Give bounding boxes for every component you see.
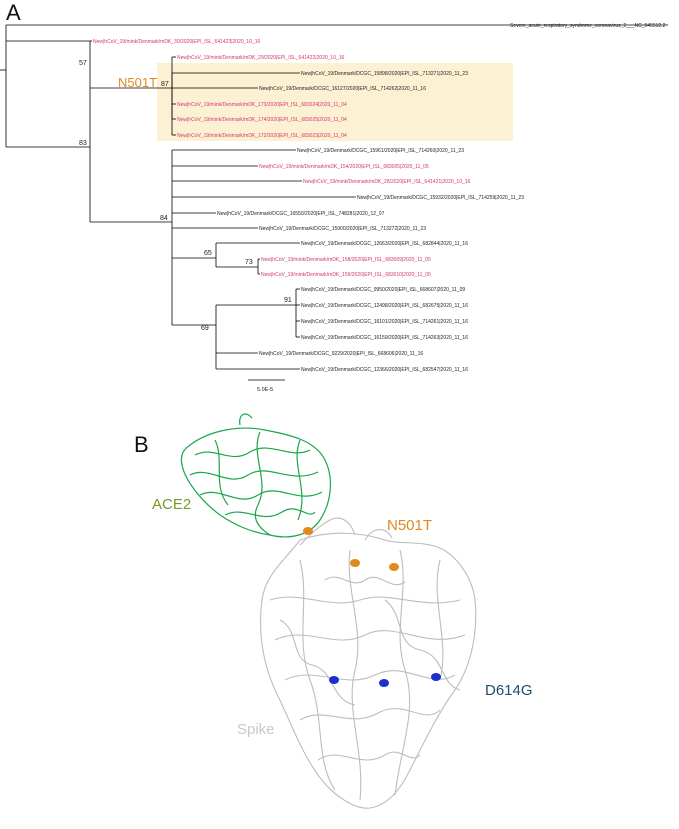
ace2-fold bbox=[189, 470, 319, 480]
leaf-label: New|hCoV_19/mink/Denmark/mDK_174/2020|EP… bbox=[177, 117, 347, 123]
n501t-marker bbox=[389, 563, 399, 571]
n501t-clade-highlight bbox=[157, 63, 513, 141]
leaf-label: New|hCoV_19/mink/Denmark/mDK_30/2020|EPI… bbox=[93, 39, 261, 45]
spike-fold bbox=[284, 670, 456, 681]
spike-fold bbox=[317, 751, 421, 761]
d614g-label: D614G bbox=[485, 682, 533, 699]
ace2-fold bbox=[239, 413, 253, 426]
ace2-structure bbox=[180, 413, 331, 538]
bootstrap-value: 69 bbox=[201, 325, 209, 332]
leaf-label: New|hCoV_19/mink/Denmark/mDK_158/2020|EP… bbox=[261, 257, 431, 263]
n501t-markers bbox=[303, 527, 399, 571]
spike-fold bbox=[436, 559, 444, 681]
panel-b: B bbox=[134, 413, 533, 809]
leaf-label: New|hCoV_19/mink/Denmark/mDK_154/2020|EP… bbox=[259, 164, 429, 170]
spike-fold bbox=[299, 708, 441, 721]
d614g-marker bbox=[329, 676, 339, 684]
spike-fold bbox=[299, 559, 336, 791]
leaf-label: New|hCoV_19/Denmark/DCGC_15898/2020|EPI_… bbox=[301, 71, 468, 77]
d614g-marker bbox=[431, 673, 441, 681]
leaf-label: New|hCoV_19/mink/Denmark/mDK_159/2020|EP… bbox=[261, 272, 431, 278]
leaf-label: New|hCoV_19/mink/Denmark/mDK_29/2020|EPI… bbox=[177, 55, 345, 61]
leaf-label: New|hCoV_19/Denmark/DCGC_15961/2020|EPI_… bbox=[297, 148, 464, 154]
leaf-label: New|hCoV_19/Denmark/DCGC_15932/2020|EPI_… bbox=[357, 195, 524, 201]
leaf-label: New|hCoV_19/Denmark/DCGC_16127/2020|EPI_… bbox=[259, 86, 426, 92]
ace2-fold bbox=[214, 439, 229, 506]
leaf-label: New|hCoV_19/mink/Denmark/mDK_173/2020|EP… bbox=[177, 102, 347, 108]
bootstrap-value: 57 bbox=[79, 60, 87, 67]
panel-b-label: B bbox=[134, 432, 149, 457]
panel-a: A bbox=[0, 0, 668, 393]
spike-fold bbox=[274, 630, 466, 641]
spike-structure bbox=[260, 517, 477, 809]
leaf-label: New|hCoV_19/Denmark/DCGC_15900/2020|EPI_… bbox=[259, 226, 426, 232]
leaf-label: New|hCoV_19/Denmark/DCGC_12498/2020|EPI_… bbox=[301, 303, 468, 309]
leaf-label: New|hCoV_19/Denmark/DCGC_9229/2020|EPI_I… bbox=[259, 351, 423, 357]
leaf-label: New|hCoV_19/Denmark/DCGC_9950/2020|EPI_I… bbox=[301, 287, 465, 293]
scale-bar-label: 5.0E-5 bbox=[257, 387, 273, 393]
spike-fold bbox=[348, 549, 362, 801]
bootstrap-value: 91 bbox=[284, 297, 292, 304]
spike-fold bbox=[299, 517, 356, 546]
leaf-label: New|hCoV_19/Denmark/DCGC_12663/2020|EPI_… bbox=[301, 241, 468, 247]
leaf-label: New|hCoV_19/mink/Denmark/mDK_172/2020|EP… bbox=[177, 133, 347, 139]
d614g-marker bbox=[379, 679, 389, 687]
d614g-markers bbox=[329, 673, 441, 687]
n501t-clade-label: N501T bbox=[118, 75, 157, 90]
spike-fold bbox=[279, 619, 356, 706]
n501t-marker bbox=[350, 559, 360, 567]
leaf-label: New|hCoV_19/mink/Denmark/mDK_28/2020|EPI… bbox=[303, 179, 471, 185]
leaf-label: Severe_acute_respiratory_syndrome_corona… bbox=[510, 23, 666, 29]
leaf-label: New|hCoV_19/Denmark/DCGC_16159/2020|EPI_… bbox=[301, 335, 468, 341]
ace2-fold bbox=[224, 508, 316, 518]
n501t-marker bbox=[303, 527, 313, 535]
bootstrap-value: 83 bbox=[79, 140, 87, 147]
leaf-labels: Severe_acute_respiratory_syndrome_corona… bbox=[93, 23, 666, 373]
spike-fold bbox=[324, 576, 406, 586]
spike-outline bbox=[260, 532, 477, 809]
bootstrap-value: 73 bbox=[245, 259, 253, 266]
ace2-fold bbox=[194, 447, 311, 458]
spike-fold bbox=[364, 529, 393, 541]
ace2-fold bbox=[296, 439, 303, 521]
bootstrap-value: 84 bbox=[160, 215, 168, 222]
bootstrap-value: 65 bbox=[204, 250, 212, 257]
spike-fold bbox=[269, 596, 461, 604]
spike-fold bbox=[394, 549, 411, 796]
n501t-label: N501T bbox=[387, 517, 432, 534]
bootstrap-value: 87 bbox=[161, 81, 169, 88]
ace2-label: ACE2 bbox=[152, 496, 191, 513]
spike-fold bbox=[384, 599, 461, 691]
tree-branches bbox=[0, 24, 668, 370]
panel-a-label: A bbox=[6, 0, 21, 25]
scale-bar: 5.0E-5 bbox=[248, 379, 285, 393]
ace2-fold bbox=[254, 431, 271, 536]
bootstrap-values: 57 87 83 84 65 73 91 69 bbox=[79, 60, 292, 332]
leaf-label: New|hCoV_19/Denmark/DCGC_16101/2020|EPI_… bbox=[301, 319, 468, 325]
spike-label: Spike bbox=[237, 721, 275, 738]
leaf-label: New|hCoV_19/Denmark/DCGC_16550/2020|EPI_… bbox=[217, 211, 385, 217]
leaf-label: New|hCoV_19/Denmark/DCGC_12366/2020|EPI_… bbox=[301, 367, 468, 373]
